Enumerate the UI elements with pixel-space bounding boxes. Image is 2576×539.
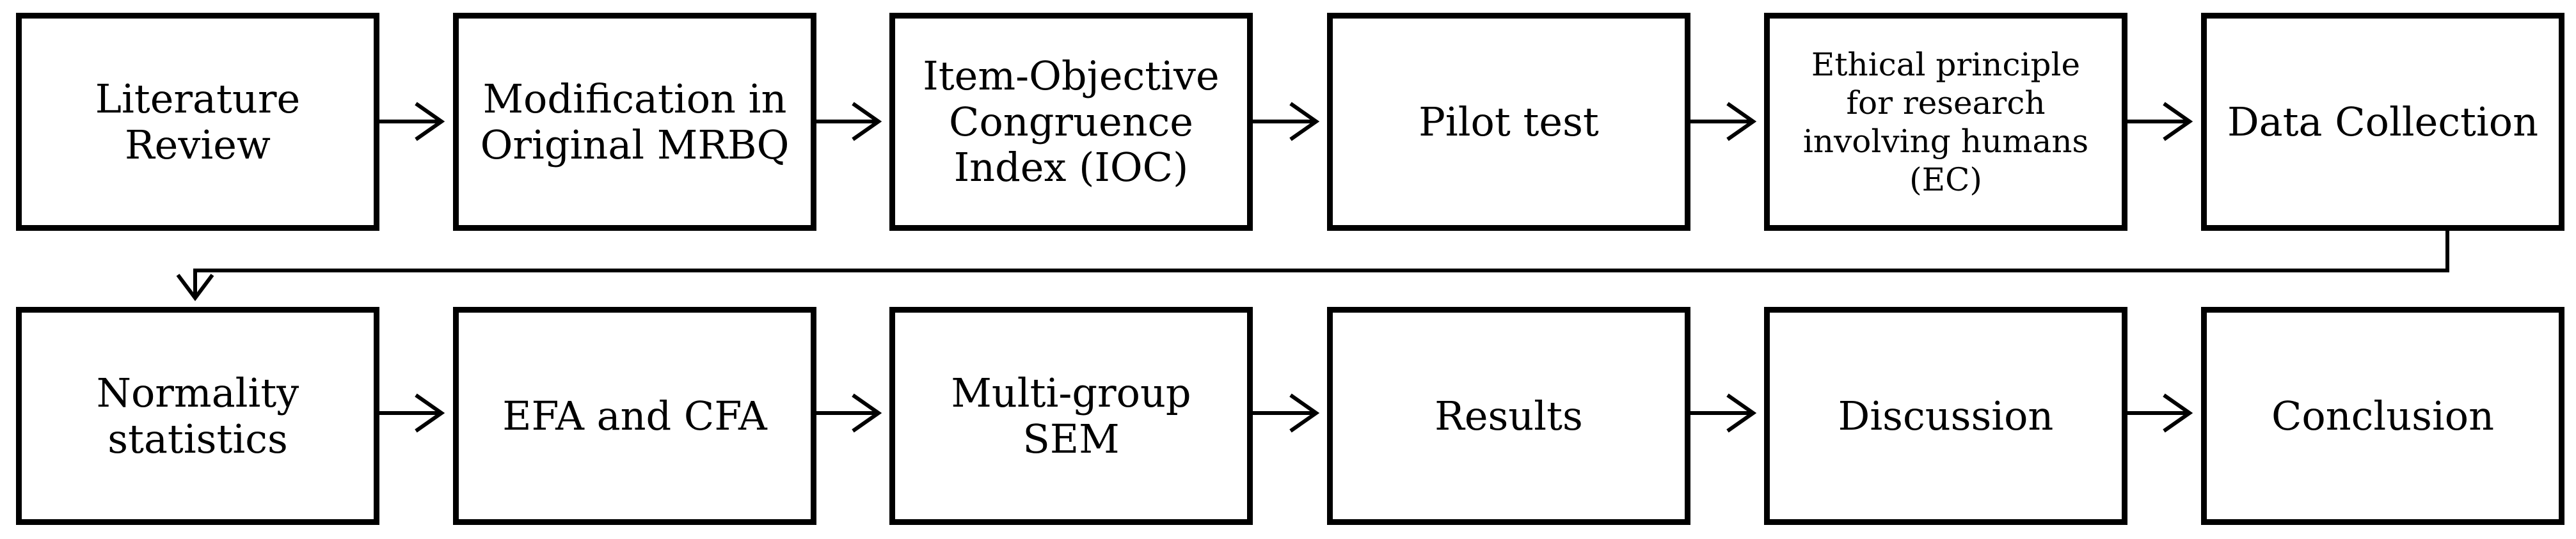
arrow-wrap-to-row2 [176, 231, 2449, 301]
step-label: Results [1435, 392, 1583, 439]
arrow-4-to-5 [1690, 102, 1757, 141]
step-discussion: Discussion [1764, 307, 2127, 525]
step-conclusion: Conclusion [2201, 307, 2564, 525]
step-multigroup-sem: Multi-group SEM [889, 307, 1253, 525]
step-label: Modification in Original MRBQ [480, 75, 790, 168]
step-efa-cfa: EFA and CFA [453, 307, 816, 525]
step-label: Pilot test [1419, 98, 1599, 145]
step-label: Discussion [1838, 392, 2054, 439]
step-ethical-principle: Ethical principle for research involving… [1764, 13, 2127, 231]
step-normality-statistics: Normality statistics [16, 307, 379, 525]
arrow-8-to-9 [816, 393, 882, 433]
arrow-3-to-4 [1253, 102, 1320, 141]
step-label: Multi-group SEM [951, 369, 1191, 462]
step-data-collection: Data Collection [2201, 13, 2564, 231]
arrow-10-to-11 [1690, 393, 1757, 433]
arrow-2-to-3 [816, 102, 882, 141]
arrow-7-to-8 [379, 393, 445, 433]
step-label: Literature Review [95, 75, 301, 168]
step-pilot-test: Pilot test [1327, 13, 1690, 231]
arrow-1-to-2 [379, 102, 445, 141]
step-literature-review: Literature Review [16, 13, 379, 231]
arrow-9-to-10 [1253, 393, 1320, 433]
step-ioc-index: Item-Objective Congruence Index (IOC) [889, 13, 1253, 231]
step-label: Ethical principle for research involving… [1802, 45, 2089, 198]
arrow-5-to-6 [2127, 102, 2193, 141]
step-label: EFA and CFA [502, 392, 767, 439]
step-modification-mrbq: Modification in Original MRBQ [453, 13, 816, 231]
step-results: Results [1327, 307, 1690, 525]
step-label: Normality statistics [96, 369, 299, 462]
step-label: Item-Objective Congruence Index (IOC) [923, 52, 1220, 191]
step-label: Data Collection [2227, 98, 2539, 145]
step-label: Conclusion [2271, 392, 2495, 439]
arrow-11-to-12 [2127, 393, 2193, 433]
